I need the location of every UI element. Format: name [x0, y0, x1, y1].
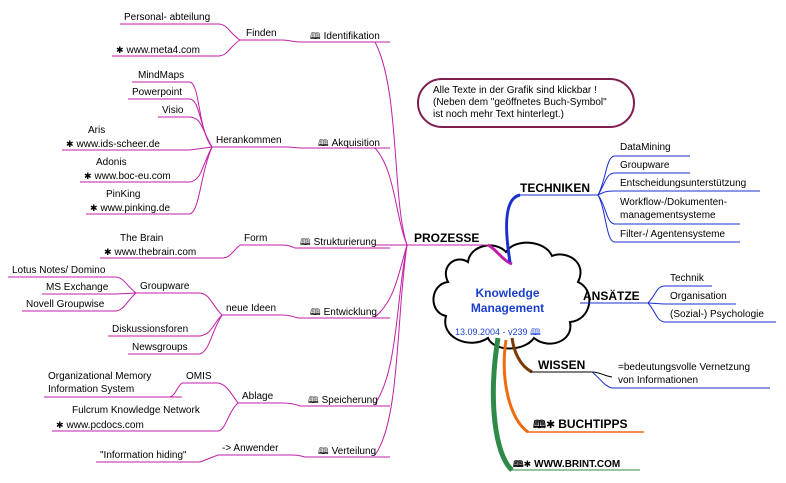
node-groupware-left[interactable]: Groupware	[140, 281, 190, 292]
node-filter-agenten[interactable]: Filter-/ Agentensysteme	[620, 229, 726, 240]
center-topic[interactable]: Knowledge Management	[451, 286, 564, 316]
node-wissen[interactable]: WISSEN	[538, 358, 586, 372]
node-anwender[interactable]: -> Anwender	[222, 443, 279, 454]
node-newsgroups[interactable]: Newsgroups	[132, 342, 188, 353]
node-novell[interactable]: Novell Groupwise	[26, 299, 105, 310]
node-buchtipps[interactable]: 🕮✱BUCHTIPPS	[533, 418, 628, 431]
node-identifikation[interactable]: 🕮Identifikation	[310, 30, 380, 43]
node-information-hiding[interactable]: "Information hiding"	[100, 450, 187, 461]
link-icon: ✱	[66, 139, 74, 149]
node-workflow-1[interactable]: Workflow-/Dokumenten-	[620, 197, 728, 208]
node-adonis-url[interactable]: ✱www.boc-eu.com	[84, 170, 171, 183]
node-pcdocs-url[interactable]: ✱www.pcdocs.com	[56, 419, 144, 432]
node-wissen-def-2[interactable]: von Informationen	[618, 375, 699, 386]
node-lotus-notes[interactable]: Lotus Notes/ Domino	[12, 265, 106, 276]
info-note-bubble[interactable]: Alle Texte in der Grafik sind klickbar !…	[417, 78, 635, 128]
link-icon: ✱	[56, 420, 64, 430]
center-date-label[interactable]: 13.09.2004 - v239 🕮	[455, 325, 541, 341]
book-icon: 🕮	[308, 395, 319, 405]
book-icon[interactable]: 🕮	[530, 327, 541, 337]
center-title-line1: Knowledge	[475, 286, 540, 300]
node-ablage[interactable]: Ablage	[242, 391, 274, 402]
center-cloud	[432, 241, 591, 350]
note-line-1: Alle Texte in der Grafik sind klickbar !	[433, 85, 597, 96]
node-strukturierung-label: Strukturierung	[313, 237, 377, 248]
node-organisation[interactable]: Organisation	[670, 291, 727, 302]
center-title-line2: Management	[470, 301, 545, 315]
node-ms-exchange[interactable]: MS Exchange	[46, 282, 109, 293]
node-visio[interactable]: Visio	[162, 105, 184, 116]
link-icon: ✱	[104, 247, 112, 257]
node-finden[interactable]: Finden	[246, 28, 277, 39]
node-groupware-right[interactable]: Groupware	[620, 160, 670, 171]
node-buchtipps-label: BUCHTIPPS	[558, 417, 628, 431]
node-herankommen[interactable]: Herankommen	[216, 135, 282, 146]
book-icon: 🕮	[318, 446, 329, 456]
node-adonis[interactable]: Adonis	[96, 157, 127, 168]
node-adonis-url-label: www.boc-eu.com	[94, 171, 171, 182]
node-verteilung-label: Verteilung	[331, 446, 377, 457]
link-icon: ✱	[116, 45, 124, 55]
note-line-2: (Neben dem "geöffnetes Buch-Symbol"	[433, 97, 607, 108]
link-icon: ✱	[90, 203, 98, 213]
node-pinking[interactable]: PinKing	[106, 189, 141, 200]
node-org-memory-2[interactable]: Information System	[48, 384, 135, 395]
node-akquisition[interactable]: 🕮Akquisition	[318, 137, 380, 150]
node-meta4-label: www.meta4.com	[126, 45, 200, 56]
center-date: 13.09.2004 - v239	[455, 327, 528, 337]
node-wissen-def-1[interactable]: =bedeutungsvolle Vernetzung	[618, 362, 751, 373]
node-thebrain-url[interactable]: ✱www.thebrain.com	[104, 246, 196, 259]
node-speicherung[interactable]: 🕮Speicherung	[308, 394, 378, 407]
node-thebrain-url-label: www.thebrain.com	[114, 247, 197, 258]
book-icon: 🕮	[318, 138, 329, 148]
node-techniken[interactable]: TECHNIKEN	[520, 181, 591, 195]
node-entscheidung[interactable]: Entscheidungsunterstützung	[620, 178, 747, 189]
link-icon: ✱	[84, 171, 92, 181]
node-workflow-2[interactable]: managementsysteme	[620, 210, 716, 221]
node-form[interactable]: Form	[244, 233, 268, 244]
node-omis[interactable]: OMIS	[186, 371, 212, 382]
node-aris-url-label: www.ids-scheer.de	[76, 139, 160, 150]
node-neue-ideen[interactable]: neue Ideen	[226, 303, 277, 314]
node-verteilung[interactable]: 🕮Verteilung	[318, 445, 376, 458]
node-entwicklung-label: Entwicklung	[323, 307, 377, 318]
node-org-memory-1[interactable]: Organizational Memory	[48, 371, 152, 382]
node-powerpoint[interactable]: Powerpoint	[132, 87, 183, 98]
node-datamining[interactable]: DataMining	[620, 142, 671, 153]
node-technik[interactable]: Technik	[670, 273, 704, 284]
node-fulcrum[interactable]: Fulcrum Knowledge Network	[72, 405, 200, 416]
node-ansaetze[interactable]: ANSÄTZE	[583, 289, 640, 303]
node-brint[interactable]: 🕮✱WWW.BRINT.COM	[513, 458, 620, 471]
node-pinking-url-label: www.pinking.de	[100, 203, 171, 214]
node-akquisition-label: Akquisition	[331, 138, 380, 149]
node-aris[interactable]: Aris	[88, 125, 106, 136]
node-speicherung-label: Speicherung	[321, 395, 378, 406]
node-pcdocs-url-label: www.pcdocs.com	[66, 420, 144, 431]
node-pinking-url[interactable]: ✱www.pinking.de	[90, 202, 170, 215]
node-psychologie[interactable]: (Sozial-) Psychologie	[670, 309, 764, 320]
book-icon: 🕮	[310, 31, 321, 41]
node-meta4[interactable]: ✱www.meta4.com	[116, 44, 200, 57]
book-icon: 🕮✱	[513, 459, 532, 469]
node-entwicklung[interactable]: 🕮Entwicklung	[310, 306, 377, 319]
node-personal-abteilung[interactable]: Personal- abteilung	[124, 12, 211, 23]
book-icon: 🕮	[310, 307, 321, 317]
node-mindmaps[interactable]: MindMaps	[138, 70, 185, 81]
node-strukturierung[interactable]: 🕮Strukturierung	[300, 236, 376, 249]
node-diskussionsforen[interactable]: Diskussionsforen	[112, 324, 189, 335]
node-aris-url[interactable]: ✱www.ids-scheer.de	[66, 138, 160, 151]
book-icon: 🕮✱	[533, 419, 556, 431]
node-identifikation-label: Identifikation	[323, 31, 380, 42]
node-prozesse[interactable]: PROZESSE	[414, 231, 480, 245]
book-icon: 🕮	[300, 237, 311, 247]
node-brint-label: WWW.BRINT.COM	[534, 459, 621, 470]
node-the-brain[interactable]: The Brain	[120, 233, 164, 244]
note-line-3: ist noch mehr Text hinterlegt.)	[433, 109, 564, 120]
